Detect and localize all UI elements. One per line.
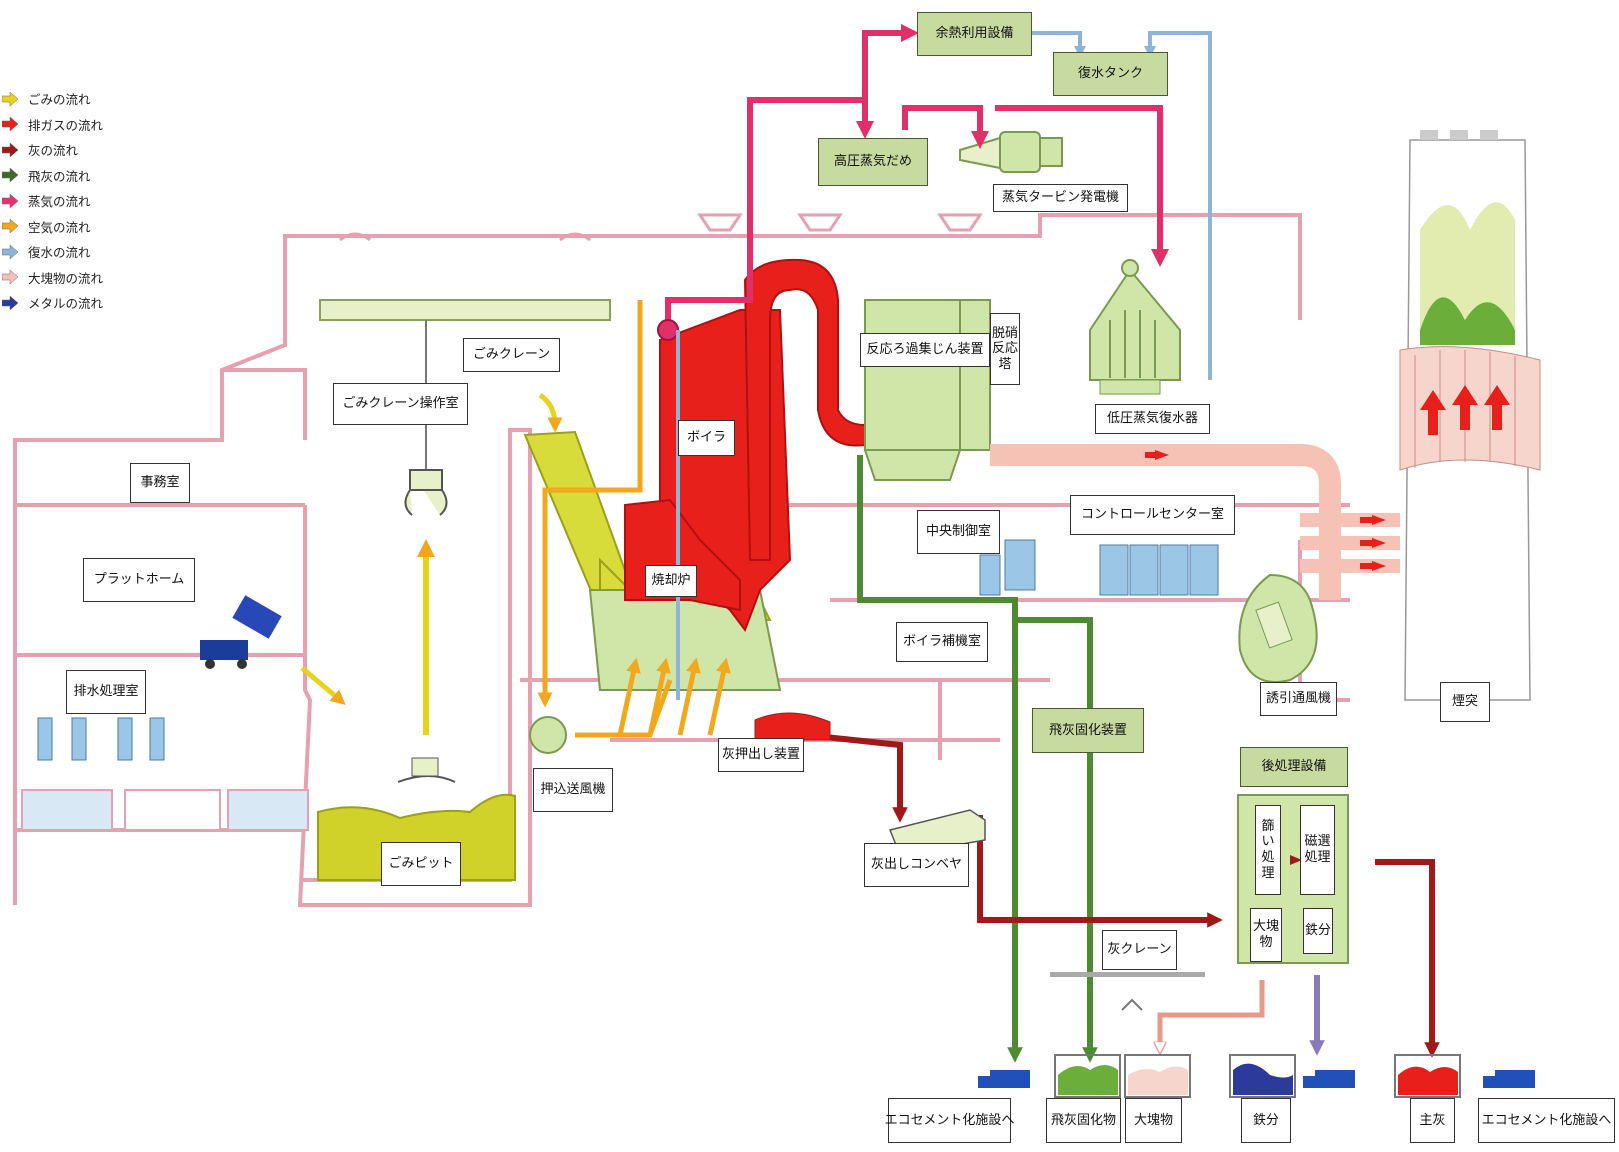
lower-grab — [397, 775, 456, 783]
boiler-duct — [743, 258, 866, 561]
label-ash-conveyor: 灰出しコンベヤ — [864, 843, 969, 887]
label-magnetic: 磁選処理 — [1300, 805, 1335, 895]
air-flow — [537, 300, 731, 738]
legend-item: 灰の流れ — [0, 137, 103, 163]
legend-arrow-icon — [2, 168, 18, 183]
label-central-control: 中央制御室 — [917, 510, 1000, 554]
crane-girder — [319, 299, 611, 321]
roof-vents — [339, 213, 983, 242]
label-wastewater: 排水処理室 — [66, 670, 146, 714]
label-waste-heat: 余熱利用設備 — [917, 12, 1032, 56]
label-iron-small: 鉄分 — [1303, 908, 1333, 954]
label-sieve: 篩い処理 — [1255, 805, 1281, 895]
label-crane-room: ごみクレーン操作室 — [333, 383, 468, 425]
legend-arrow-icon — [2, 244, 18, 259]
flow-legend: ごみの流れ排ガスの流れ灰の流れ飛灰の流れ蒸気の流れ空気の流れ復水の流れ大塊物の流… — [0, 86, 103, 316]
legend-item: 排ガスの流れ — [0, 112, 103, 138]
legend-arrow-icon — [2, 142, 18, 157]
legend-label: 空気の流れ — [28, 219, 91, 235]
stack-structure — [1399, 130, 1541, 701]
legend-arrow-icon — [2, 270, 18, 285]
label-iron-product: 鉄分 — [1241, 1098, 1291, 1143]
legend-arrow-icon — [2, 295, 18, 310]
label-boiler-aux: ボイラ補機室 — [896, 622, 988, 662]
fly-ash-flow — [857, 455, 1098, 1063]
steam-flow — [665, 24, 1169, 332]
label-post-treatment: 後処理設備 — [1240, 747, 1348, 787]
legend-arrow-icon — [2, 117, 18, 132]
legend-arrow-icon — [2, 193, 18, 208]
legend-label: 飛灰の流れ — [28, 168, 91, 184]
label-eco-cement-1: エコセメント化施設へ — [885, 1098, 1014, 1143]
delivery-trucks — [978, 1070, 1535, 1088]
label-refuse-pit: ごみピット — [381, 842, 461, 886]
refuse-flow — [300, 392, 563, 705]
refuse-pit-pile — [317, 793, 516, 881]
ash-crane-rail — [1050, 972, 1205, 977]
ash-pusher-unit — [754, 712, 831, 741]
reaction-filter — [864, 299, 961, 451]
legend-arrow-icon — [2, 219, 18, 234]
forced-fan-body — [529, 716, 567, 754]
control-panels — [979, 539, 1219, 596]
legend-label: ごみの流れ — [28, 92, 91, 108]
label-stack: 煙突 — [1440, 682, 1490, 722]
label-ash-pusher: 灰押出し装置 — [718, 738, 804, 772]
legend-item: 復水の流れ — [0, 239, 103, 265]
legend-arrow-icon — [2, 91, 18, 106]
legend-item: 大塊物の流れ — [0, 265, 103, 291]
label-fly-ash-product: 飛灰固化物 — [1046, 1098, 1121, 1143]
wastewater-tanks — [21, 717, 309, 831]
label-refuse-crane: ごみクレーン — [463, 338, 560, 372]
label-main-ash: 主灰 — [1410, 1098, 1455, 1143]
label-condensate-tank: 復水タンク — [1053, 52, 1168, 96]
lp-condenser — [1089, 268, 1181, 381]
legend-item: メタルの流れ — [0, 290, 103, 316]
label-incinerator: 焼却炉 — [645, 565, 697, 597]
denox-tower — [959, 299, 991, 451]
legend-label: メタルの流れ — [28, 296, 104, 312]
label-platform: プラットホーム — [83, 558, 195, 602]
label-lp-condenser: 低圧蒸気復水器 — [1095, 404, 1210, 434]
label-denox: 脱硝反応塔 — [990, 313, 1020, 385]
label-forced-fan: 押込送風機 — [533, 768, 613, 812]
legend-item: 空気の流れ — [0, 214, 103, 240]
legend-label: 復水の流れ — [28, 245, 91, 261]
label-ash-crane: 灰クレーン — [1102, 930, 1177, 970]
label-bulky-product: 大塊物 — [1125, 1098, 1182, 1143]
legend-label: 排ガスの流れ — [28, 117, 104, 133]
label-eco-cement-2: エコセメント化施設へ — [1478, 1098, 1615, 1143]
legend-label: 大塊物の流れ — [28, 270, 104, 286]
legend-label: 蒸気の流れ — [28, 194, 91, 210]
steam-drum-valve — [657, 319, 679, 341]
legend-label: 灰の流れ — [28, 143, 79, 159]
label-reaction-filter: 反応ろ過集じん装置 — [860, 333, 990, 367]
legend-item: ごみの流れ — [0, 86, 103, 112]
label-id-fan: 誘引通風機 — [1260, 682, 1337, 716]
label-fly-ash-solid: 飛灰固化装置 — [1032, 708, 1144, 753]
label-office: 事務室 — [130, 463, 190, 503]
legend-item: 蒸気の流れ — [0, 188, 103, 214]
label-hp-steam-header: 高圧蒸気だめ — [818, 138, 928, 186]
condensate-flow — [676, 31, 1212, 700]
label-bulky-small: 大塊物 — [1250, 908, 1282, 962]
bulky-flow — [1160, 980, 1265, 1048]
steam-turbine — [959, 131, 1063, 173]
label-control-center: コントロールセンター室 — [1070, 495, 1235, 535]
legend-item: 飛灰の流れ — [0, 163, 103, 189]
label-boiler: ボイラ — [678, 420, 735, 456]
refuse-truck — [200, 595, 282, 669]
bottom-bins — [1054, 1054, 1461, 1098]
label-steam-turbine: 蒸気タービン発電機 — [993, 184, 1128, 212]
exhaust-arrows — [1145, 450, 1386, 571]
